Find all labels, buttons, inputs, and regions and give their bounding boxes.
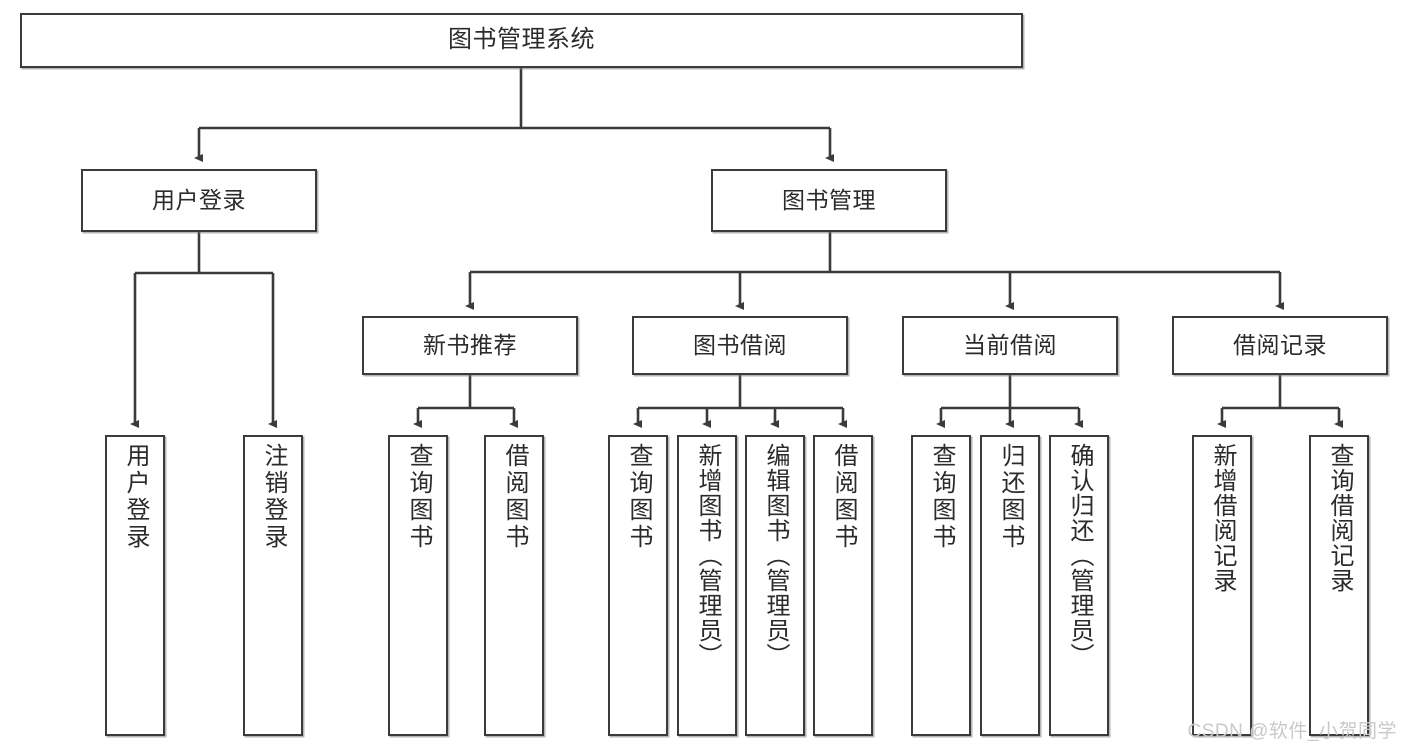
node-current-borrow[interactable]: 当前借阅 (902, 316, 1118, 375)
node-leaf-borrow-book-1-label: 借阅图书 (501, 443, 528, 551)
node-book-borrow-label: 图书借阅 (693, 331, 787, 358)
node-leaf-add-book[interactable]: 新增图书（管理员） (677, 435, 737, 736)
node-leaf-edit-book[interactable]: 编辑图书（管理员） (745, 435, 805, 736)
node-user-login[interactable]: 用户登录 (81, 169, 317, 232)
node-leaf-query-book-3-label: 查询图书 (928, 443, 955, 551)
node-leaf-user-login[interactable]: 用户登录 (105, 435, 165, 736)
node-leaf-return-book[interactable]: 归还图书 (980, 435, 1040, 736)
node-leaf-add-book-label: 新增图书（管理员） (694, 443, 721, 668)
node-book-manage[interactable]: 图书管理 (711, 169, 947, 232)
node-leaf-confirm-return[interactable]: 确认归还（管理员） (1049, 435, 1109, 736)
node-borrow-record-label: 借阅记录 (1233, 331, 1327, 358)
node-leaf-return-book-label: 归还图书 (997, 443, 1024, 551)
node-leaf-query-book-1[interactable]: 查询图书 (388, 435, 448, 736)
node-leaf-confirm-return-label: 确认归还（管理员） (1066, 443, 1093, 668)
node-leaf-add-record[interactable]: 新增借阅记录 (1192, 435, 1252, 736)
node-leaf-borrow-book-2-label: 借阅图书 (830, 443, 857, 551)
node-leaf-edit-book-label: 编辑图书（管理员） (762, 443, 789, 668)
node-leaf-query-record[interactable]: 查询借阅记录 (1309, 435, 1369, 736)
csdn-watermark: CSDN @软件_小贺同学 (1187, 721, 1397, 742)
node-leaf-query-book-2-label: 查询图书 (625, 443, 652, 551)
node-leaf-add-record-label: 新增借阅记录 (1209, 443, 1236, 593)
node-book-manage-label: 图书管理 (782, 186, 876, 213)
node-root-label: 图书管理系统 (448, 26, 595, 54)
node-leaf-query-book-3[interactable]: 查询图书 (911, 435, 971, 736)
node-leaf-query-book-1-label: 查询图书 (405, 443, 432, 551)
node-leaf-logout-label: 注销登录 (260, 443, 287, 551)
node-leaf-logout[interactable]: 注销登录 (243, 435, 303, 736)
node-leaf-query-record-label: 查询借阅记录 (1326, 443, 1353, 593)
node-user-login-label: 用户登录 (152, 186, 246, 213)
node-root[interactable]: 图书管理系统 (20, 13, 1023, 68)
node-leaf-user-login-label: 用户登录 (122, 443, 149, 551)
node-current-borrow-label: 当前借阅 (963, 331, 1057, 358)
node-borrow-record[interactable]: 借阅记录 (1172, 316, 1388, 375)
node-book-borrow[interactable]: 图书借阅 (632, 316, 848, 375)
node-new-book-rec[interactable]: 新书推荐 (362, 316, 578, 375)
node-new-book-rec-label: 新书推荐 (423, 331, 517, 358)
node-leaf-borrow-book-1[interactable]: 借阅图书 (484, 435, 544, 736)
node-leaf-borrow-book-2[interactable]: 借阅图书 (813, 435, 873, 736)
node-leaf-query-book-2[interactable]: 查询图书 (608, 435, 668, 736)
